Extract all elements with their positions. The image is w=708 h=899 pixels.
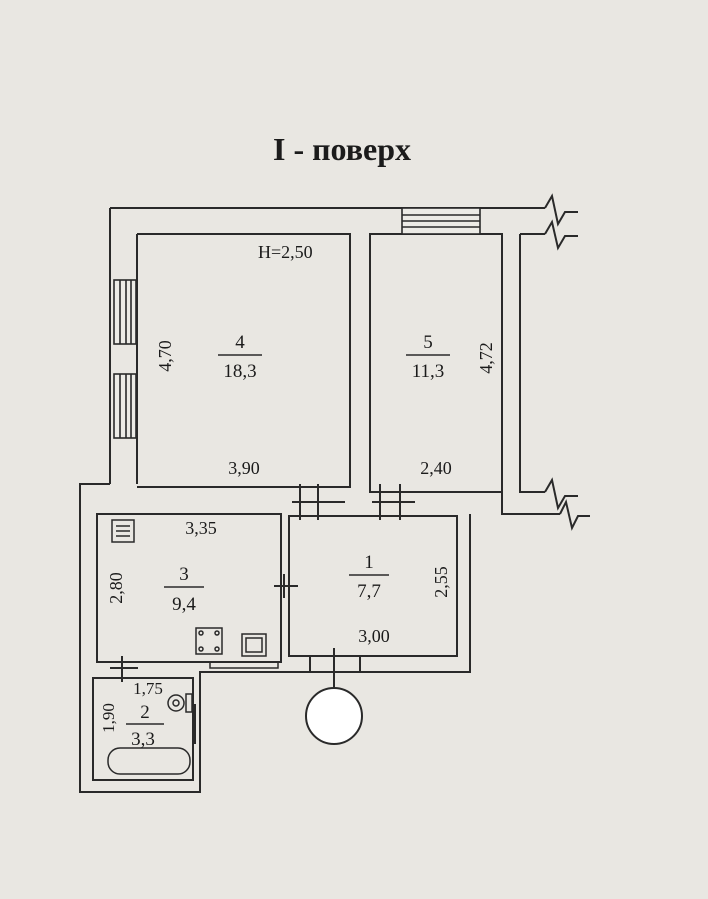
floor-title: I - поверх xyxy=(273,131,411,167)
room-3-width: 3,35 xyxy=(185,518,217,538)
room-5-depth: 4,72 xyxy=(476,342,496,374)
stove-fixture xyxy=(111,519,135,543)
walls xyxy=(79,207,560,793)
room-3-number: 3 xyxy=(179,564,189,585)
window-top xyxy=(401,207,481,235)
kitchen-counter xyxy=(209,661,279,669)
room-3-depth: 2,80 xyxy=(106,572,126,604)
sink-fixture xyxy=(241,633,267,657)
ceiling-height-label: H=2,50 xyxy=(258,242,313,262)
room-1-number: 1 xyxy=(364,552,374,573)
doors xyxy=(110,484,415,744)
window-left-lower xyxy=(113,373,137,439)
stair-circle xyxy=(305,687,363,745)
window-left-upper xyxy=(113,279,137,345)
room-5-width: 2,40 xyxy=(420,458,452,478)
room-1-depth: 2,55 xyxy=(431,566,451,598)
room-1-width: 3,00 xyxy=(358,626,390,646)
room-4-area: 18,3 xyxy=(223,361,256,382)
toilet-fixture xyxy=(167,693,193,713)
room-3-area: 9,4 xyxy=(172,594,196,615)
room-1-area: 7,7 xyxy=(357,581,381,602)
break-lines xyxy=(544,193,590,531)
room-5-area: 11,3 xyxy=(412,361,445,382)
room-2-area: 3,3 xyxy=(131,729,155,750)
bathtub-fixture xyxy=(107,747,191,775)
room-2-depth: 1,90 xyxy=(99,703,118,733)
room-4-depth: 4,70 xyxy=(155,340,175,372)
room-4-number: 4 xyxy=(235,332,245,353)
kitchen-cabinet xyxy=(195,627,223,655)
room-4-width: 3,90 xyxy=(228,458,260,478)
room-5-number: 5 xyxy=(423,332,433,353)
room-2-width: 1,75 xyxy=(133,679,163,698)
room-2-number: 2 xyxy=(140,702,150,723)
